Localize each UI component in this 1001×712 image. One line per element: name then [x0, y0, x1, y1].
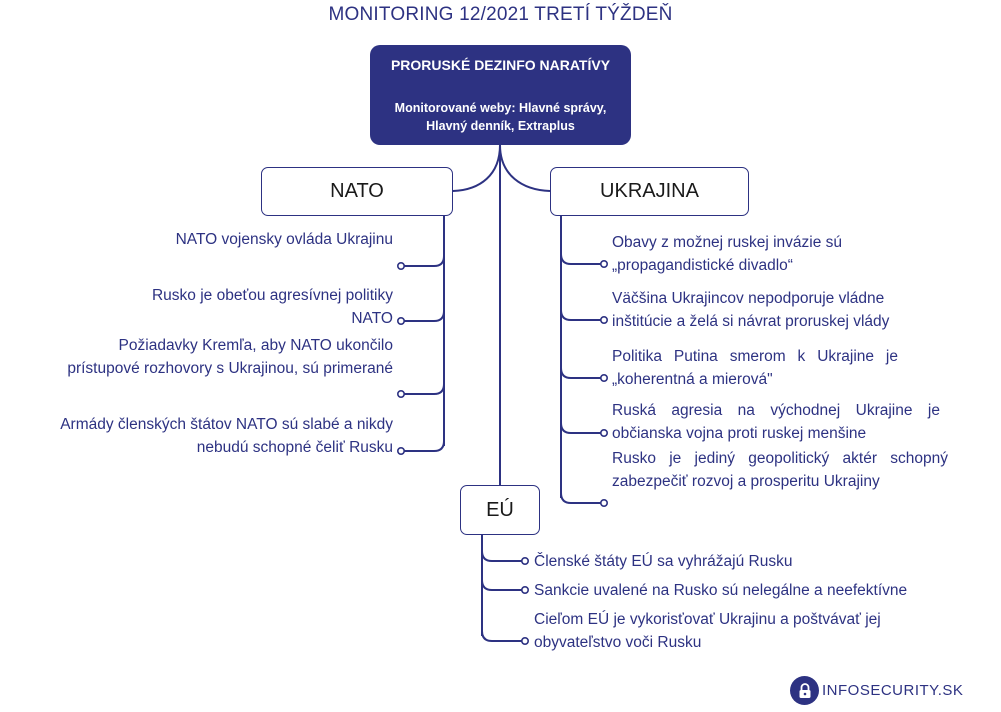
- connector-root-nato: [452, 144, 501, 192]
- bullet-ukrajina-1: [599, 259, 608, 268]
- connector-ukrajina-3: [560, 367, 604, 379]
- connector-eu-3: [481, 630, 525, 642]
- connector-ukrajina-4: [560, 422, 604, 434]
- lock-icon: [790, 676, 819, 705]
- ukrajina-item-5: Rusko je jediný geopolitický aktér schop…: [612, 450, 948, 490]
- bullet-nato-2: [396, 316, 405, 325]
- connector-nato-1: [401, 255, 445, 267]
- connector-eu-1: [481, 550, 525, 562]
- bullet-ukrajina-2: [599, 315, 608, 324]
- infosecurity-logo: INFOSECURITY.SK: [790, 676, 963, 705]
- eu-item-3: Cieľom EÚ je vykorisťovať Ukrajinu a poš…: [534, 611, 881, 651]
- bullet-ukrajina-5: [599, 498, 608, 507]
- root-title: PRORUSKÉ DEZINFO NARATÍVY: [390, 57, 611, 73]
- connector-root-ukrajina: [499, 144, 551, 192]
- nato-item-1: NATO vojensky ovláda Ukrajinu: [175, 231, 393, 248]
- branch-ukrajina: UKRAJINA: [550, 167, 749, 216]
- bullet-ukrajina-3: [599, 373, 608, 382]
- eu-item-2: Sankcie uvalené na Rusko sú nelegálne a …: [534, 582, 908, 599]
- nato-item-3: Požiadavky Kremľa, aby NATO ukončilo prí…: [67, 337, 393, 377]
- nato-item-2: Rusko je obeťou agresívnej politiky NATO: [151, 287, 393, 327]
- connector-nato-2: [401, 310, 445, 322]
- bullet-nato-3: [396, 389, 405, 398]
- bullet-nato-1: [396, 261, 405, 270]
- branch-eu: EÚ: [460, 485, 540, 535]
- root-node: PRORUSKÉ DEZINFO NARATÍVY Monitorované w…: [370, 45, 631, 145]
- bullet-nato-4: [396, 446, 405, 455]
- bullet-eu-3: [520, 636, 529, 645]
- connector-ukrajina-2: [560, 309, 604, 321]
- ukrajina-item-4: Ruská agresia na východnej Ukrajine je o…: [612, 402, 940, 442]
- connector-nato-4: [401, 440, 445, 452]
- connector-eu-2: [481, 579, 525, 591]
- ukrajina-item-1: Obavy z možnej ruskej invázie sú „propag…: [612, 234, 843, 274]
- bullet-ukrajina-4: [599, 428, 608, 437]
- logo-text: INFOSECURITY.SK: [822, 682, 964, 699]
- page-title: MONITORING 12/2021 TRETÍ TÝŽDEŇ: [328, 4, 673, 25]
- connector-ukrajina-1: [560, 253, 604, 265]
- bullet-eu-1: [520, 556, 529, 565]
- eu-item-1: Členské štáty EÚ sa vyhrážajú Rusku: [534, 553, 793, 570]
- ukrajina-item-2: Väčšina Ukrajincov nepodporuje vládne in…: [612, 290, 890, 330]
- root-subtitle: Monitorované weby: Hlavné správy, Hlavný…: [394, 101, 607, 133]
- ukrajina-item-3: Politika Putina smerom k Ukrajine je „ko…: [612, 348, 898, 388]
- branch-nato: NATO: [261, 167, 453, 216]
- connector-ukrajina-5: [560, 492, 604, 504]
- nato-item-4: Armády členských štátov NATO sú slabé a …: [60, 416, 393, 456]
- connector-nato-3: [401, 383, 445, 395]
- bullet-eu-2: [520, 585, 529, 594]
